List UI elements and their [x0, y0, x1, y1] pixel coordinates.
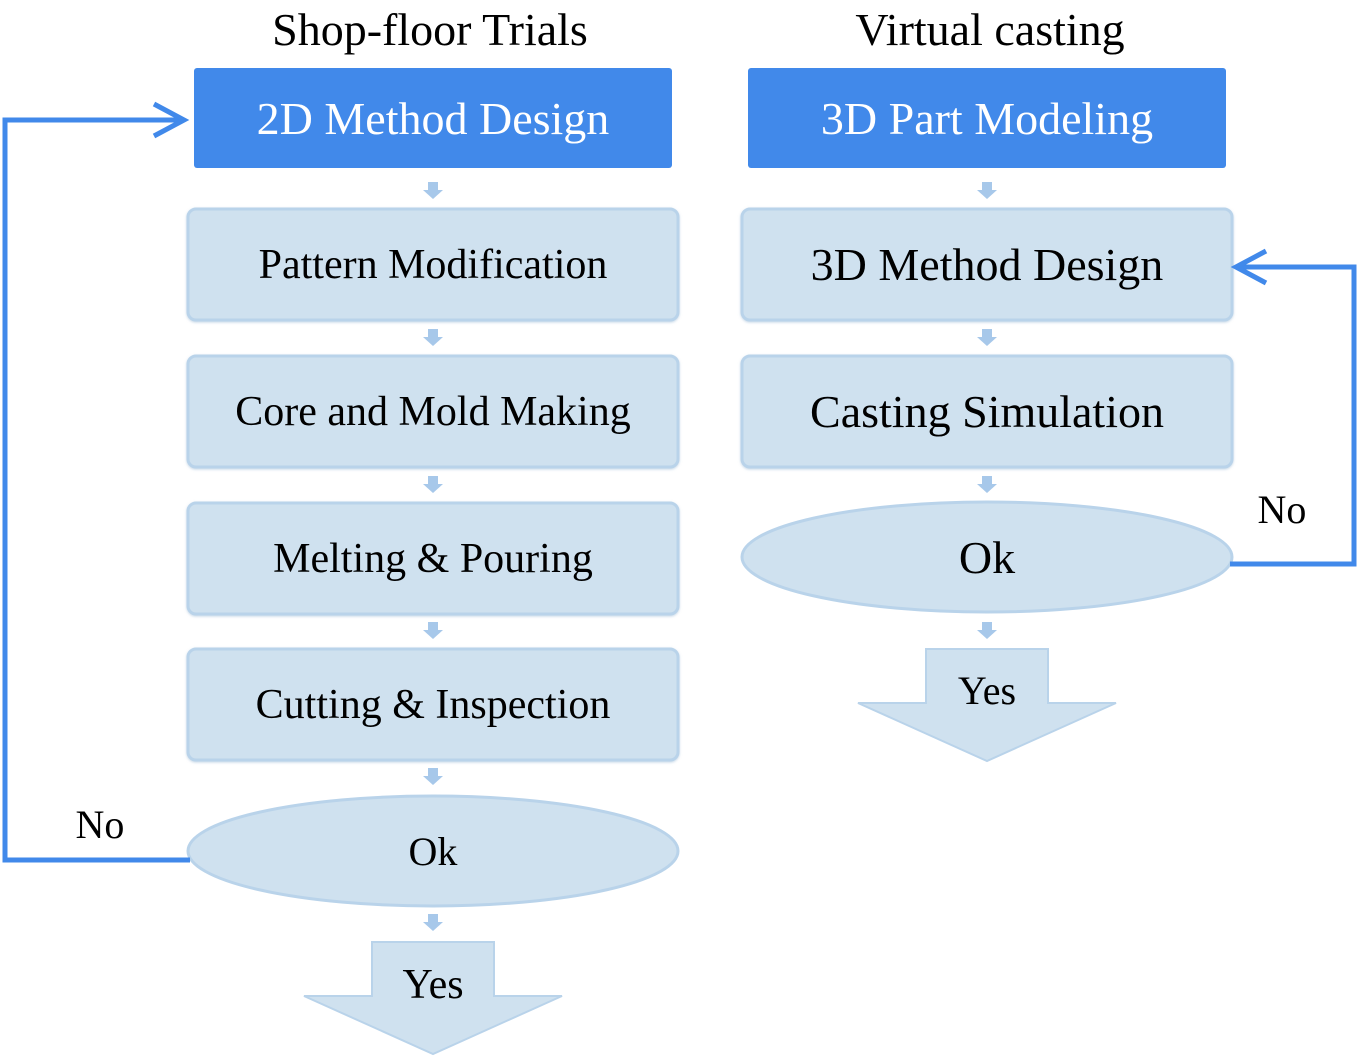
connector-arrow — [423, 768, 443, 785]
step-box-pattern-modification: Pattern Modification — [186, 207, 680, 322]
feedback-loop-right — [1230, 248, 1357, 567]
connector-arrow — [977, 622, 997, 639]
connector-arrow — [977, 476, 997, 493]
yes-arrow-left: Yes — [303, 941, 563, 1056]
no-label-right: No — [1258, 487, 1307, 532]
no-label-left: No — [76, 802, 125, 847]
yes-arrow-right: Yes — [857, 648, 1117, 763]
step-label: Pattern Modification — [259, 242, 608, 288]
decision-label: Ok — [409, 829, 458, 874]
step-box-core-and-mold-making: Core and Mold Making — [186, 354, 680, 469]
step-box-cutting-and-inspection: Cutting & Inspection — [186, 647, 680, 762]
step-label: Core and Mold Making — [235, 389, 630, 435]
step-box-3d-method-design: 3D Method Design — [740, 207, 1234, 322]
yes-label: Yes — [958, 668, 1016, 713]
connector-arrow — [423, 329, 443, 346]
step-label: Casting Simulation — [810, 386, 1164, 437]
step-label: Melting & Pouring — [273, 536, 593, 582]
connector-arrow — [423, 182, 443, 199]
start-box-label: 3D Part Modeling — [821, 93, 1153, 144]
connector-arrow — [423, 622, 443, 639]
connector-arrow — [977, 329, 997, 346]
yes-label: Yes — [402, 962, 463, 1008]
connector-arrow — [423, 914, 443, 931]
decision-ellipse-right: Ok — [740, 500, 1234, 614]
connector-arrow — [977, 182, 997, 199]
start-box-3d-part-modeling: 3D Part Modeling — [748, 68, 1226, 168]
connector-arrow — [423, 476, 443, 493]
step-label: 3D Method Design — [811, 239, 1164, 290]
right-column-title: Virtual casting — [855, 4, 1124, 55]
feedback-loop-left — [2, 101, 190, 863]
decision-ellipse-left: Ok — [186, 794, 680, 908]
step-label: Cutting & Inspection — [256, 682, 611, 728]
step-box-melting-and-pouring: Melting & Pouring — [186, 501, 680, 616]
start-box-label: 2D Method Design — [257, 93, 610, 144]
decision-label: Ok — [959, 532, 1015, 583]
start-box-2d-method-design: 2D Method Design — [194, 68, 672, 168]
step-box-casting-simulation: Casting Simulation — [740, 354, 1234, 469]
left-column-title: Shop-floor Trials — [272, 4, 588, 55]
